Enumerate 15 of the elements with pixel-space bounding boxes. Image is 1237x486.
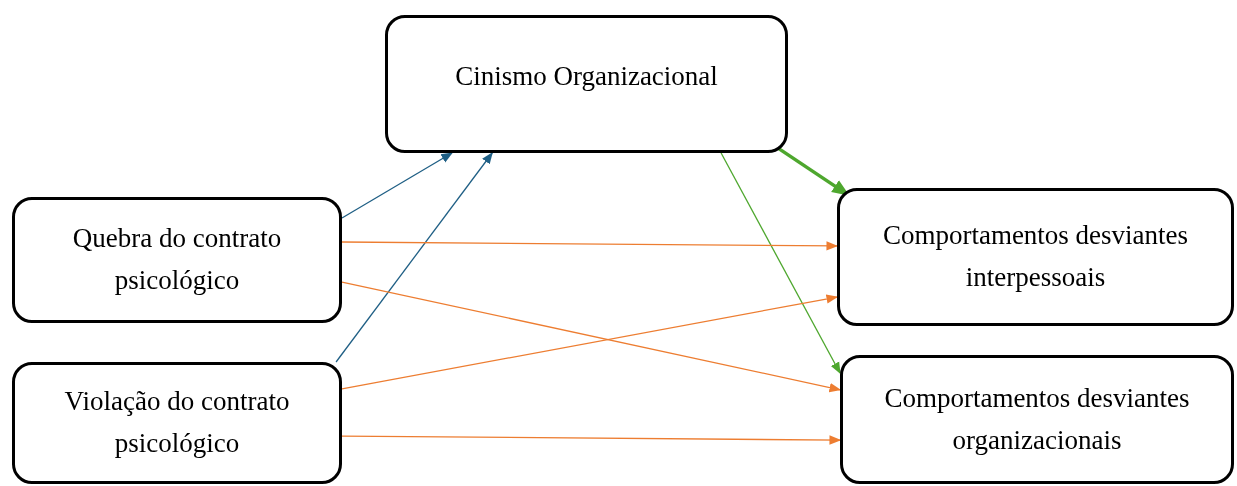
box-label: Quebra do contrato psicológico xyxy=(71,222,283,297)
box-label: Comportamentos desviantes interpessoais xyxy=(881,219,1190,294)
process-box xyxy=(837,188,1234,326)
process-box xyxy=(12,362,342,484)
arrow xyxy=(335,152,493,363)
process-box xyxy=(840,355,1234,484)
box-label: Violação do contrato psicológico xyxy=(63,385,291,460)
process-box xyxy=(12,197,342,323)
arrow xyxy=(341,152,453,219)
arrow xyxy=(341,241,839,251)
arrow xyxy=(341,435,842,445)
arrow xyxy=(720,152,841,375)
box-label: Comportamentos desviantes organizacionais xyxy=(883,381,1191,457)
process-box xyxy=(385,15,788,153)
box-label: Cinismo Organizacional xyxy=(454,60,719,93)
